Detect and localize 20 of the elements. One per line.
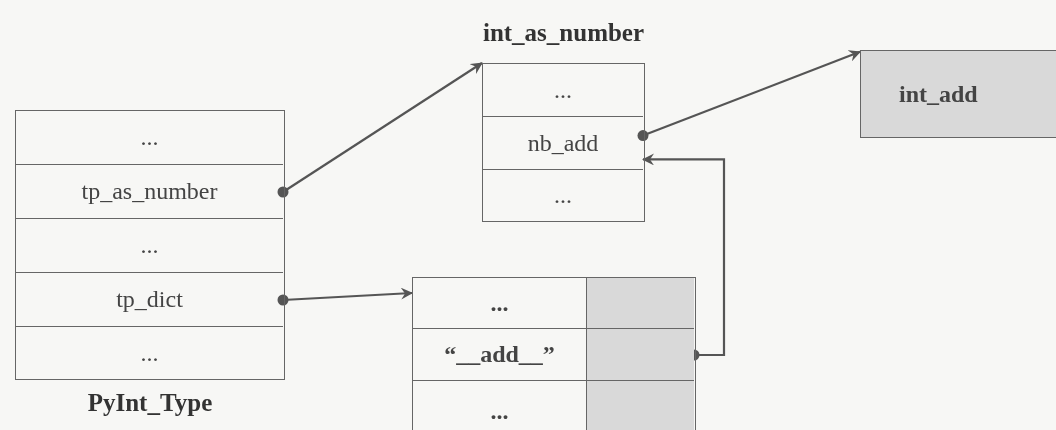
field-cell: ... xyxy=(16,111,283,165)
field-cell: nb_add xyxy=(483,117,643,170)
field-cell: ... xyxy=(483,170,643,220)
pointer-arrow xyxy=(637,50,861,142)
field-cell: ... xyxy=(16,327,283,379)
value-cell xyxy=(586,329,694,381)
field-cell: tp_dict xyxy=(16,273,283,327)
field-cell: ... xyxy=(413,381,586,430)
struct-title: PyInt_Type xyxy=(87,389,213,417)
field-cell: tp_as_number xyxy=(16,165,283,219)
dict-table xyxy=(412,277,696,430)
pointer-arrow xyxy=(277,287,413,306)
value-cell xyxy=(586,381,694,430)
pointer-arrow xyxy=(642,153,726,361)
field-cell: ... xyxy=(16,219,283,273)
pointer-arrow xyxy=(277,62,483,198)
function-box: int_add xyxy=(860,50,1056,138)
struct-title: int_as_number xyxy=(482,19,645,47)
field-cell: ... xyxy=(483,64,643,117)
value-cell xyxy=(586,278,694,329)
